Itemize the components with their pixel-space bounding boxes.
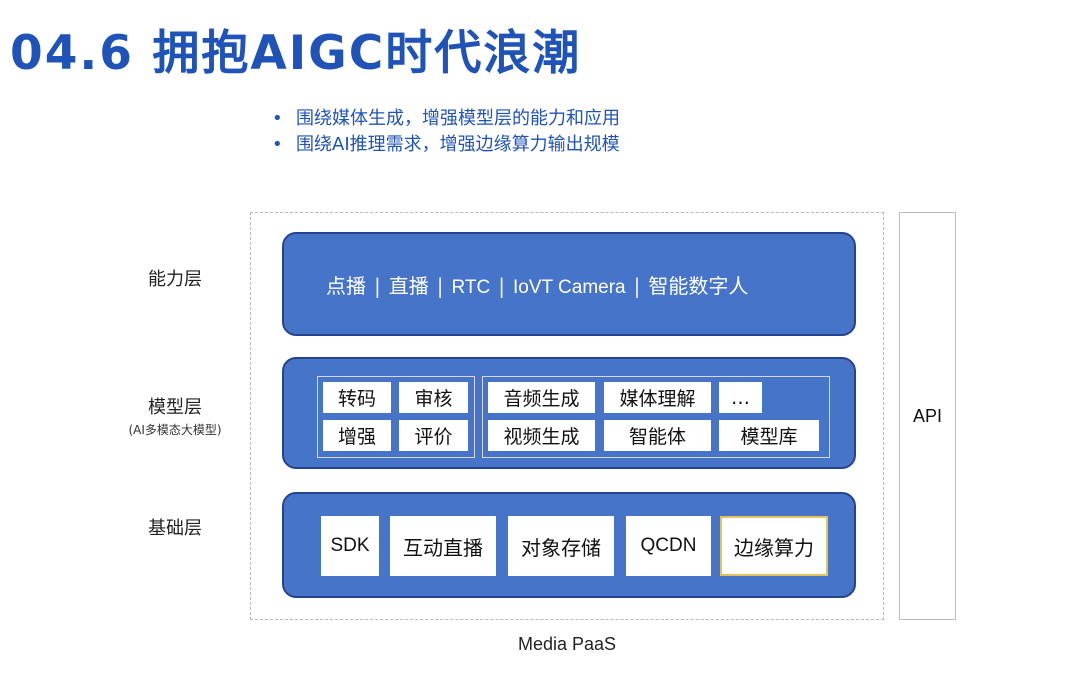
api-label: API	[912, 405, 942, 426]
ability-layer: 点播 | 直播 | RTC | IoVT Camera | 智能数字人	[282, 232, 856, 336]
bullet-dot: •	[272, 134, 283, 155]
base-layer-label-text: 基础层	[148, 518, 202, 539]
bullet-text: 围绕媒体生成，增强模型层的能力和应用	[296, 108, 620, 129]
base-layer-label: 基础层	[110, 514, 240, 540]
ability-item-rtc: RTC	[451, 276, 491, 298]
bullet-item: • 围绕媒体生成，增强模型层的能力和应用	[272, 106, 620, 132]
separator: |	[436, 273, 444, 298]
ability-layer-label: 能力层	[110, 265, 240, 291]
model-layer-sublabel: (AI多模态大模型)	[128, 423, 222, 437]
ability-items: 点播 | 直播 | RTC | IoVT Camera | 智能数字人	[326, 270, 748, 299]
separator: |	[633, 273, 641, 298]
base-chip-sdk: SDK	[321, 516, 379, 576]
base-chip-qcdn: QCDN	[626, 516, 711, 576]
model-chip-review: 审核	[399, 382, 468, 413]
bullet-item: • 围绕AI推理需求，增强边缘算力输出规模	[272, 132, 620, 158]
ability-item-live: 直播	[388, 273, 429, 298]
model-chip-more: …	[719, 382, 762, 413]
base-chip-interactive-live: 互动直播	[390, 516, 496, 576]
ability-item-iovt-camera: IoVT Camera	[512, 276, 626, 298]
model-layer-label-text: 模型层	[148, 397, 202, 418]
ability-item-vod: 点播	[326, 273, 366, 298]
separator: |	[374, 273, 381, 298]
ability-layer-label-text: 能力层	[148, 269, 202, 290]
media-paas-frame	[250, 212, 884, 620]
model-group-generation: 音频生成 媒体理解 … 视频生成 智能体 模型库	[482, 376, 830, 458]
base-chip-object-storage: 对象存储	[508, 516, 614, 576]
model-chip-transcode: 转码	[323, 382, 391, 413]
media-paas-label: Media PaaS	[517, 634, 617, 654]
bullet-text: 围绕AI推理需求，增强边缘算力输出规模	[296, 134, 620, 155]
model-chip-enhance: 增强	[323, 420, 391, 451]
model-layer: 转码 审核 增强 评价 音频生成 媒体理解 … 视频生成 智能体 模型库	[282, 357, 856, 469]
base-layer: SDK 互动直播 对象存储 QCDN 边缘算力	[282, 492, 856, 598]
model-chip-evaluate: 评价	[399, 420, 468, 451]
bullet-list: • 围绕媒体生成，增强模型层的能力和应用 • 围绕AI推理需求，增强边缘算力输出规模	[272, 106, 620, 158]
model-chip-video-gen: 视频生成	[488, 420, 595, 451]
base-chip-edge-compute: 边缘算力	[720, 516, 828, 576]
bullet-dot: •	[272, 108, 283, 129]
ability-item-digital-human: 智能数字人	[648, 273, 749, 298]
model-group-processing: 转码 审核 增强 评价	[317, 376, 475, 458]
model-layer-label: 模型层 (AI多模态大模型)	[110, 393, 240, 438]
model-chip-audio-gen: 音频生成	[488, 382, 595, 413]
model-chip-model-library: 模型库	[719, 420, 819, 451]
model-chip-agent: 智能体	[604, 420, 711, 451]
page-title: 04.6 拥抱AIGC时代浪潮	[10, 26, 582, 81]
model-chip-media-understanding: 媒体理解	[604, 382, 711, 413]
separator: |	[498, 273, 505, 298]
api-box: API	[899, 212, 956, 620]
